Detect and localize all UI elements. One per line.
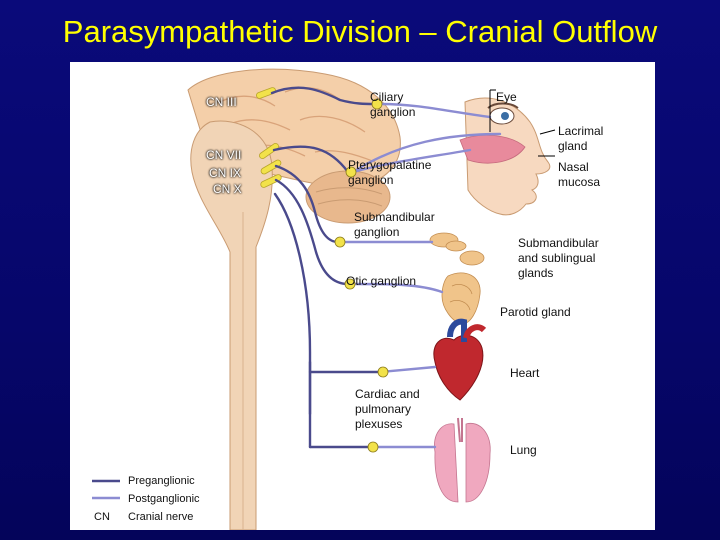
label-pterygopalatine-ganglion: Pterygopalatine ganglion [348,158,432,187]
label-submandibular-glands: Submandibular and sublingual glands [518,236,599,280]
submandibular-glands [429,232,485,266]
label-ciliary-ganglion: Ciliary ganglion [370,90,416,119]
label-otic-ganglion: Otic ganglion [346,274,417,288]
submandibular-ganglion [334,236,346,248]
legend-cn-abbrev: CN [94,511,110,523]
legend-preganglionic-label: Preganglionic [128,475,195,487]
label-cn10: CN X [213,182,242,196]
legend-cn-meaning: Cranial nerve [128,511,194,523]
label-lung: Lung [510,443,537,457]
label-cardiac-pulmonary-plexuses: Cardiac and pulmonary plexuses [355,387,420,431]
pterygopalatine-ganglion [345,166,357,178]
diagram-illustration [92,68,556,530]
label-submandibular-ganglion: Submandibular ganglion [354,210,435,239]
legend-postganglionic-label: Postganglionic [128,493,200,505]
label-cn3: CN III [206,95,237,109]
label-cn7: CN VII [206,148,242,162]
brainstem [190,120,273,530]
cardiac-ganglion [377,366,389,378]
label-parotid-gland: Parotid gland [500,305,571,319]
ganglia [334,98,389,453]
ciliary-ganglion [371,98,383,110]
slide-title: Parasympathetic Division – Cranial Outfl… [62,14,658,49]
diagram-panel: CN III CN VII CN IX CN X Ciliary ganglio… [70,62,655,530]
label-nasal-mucosa: Nasal mucosa [558,160,601,189]
parotid-gland [441,272,481,325]
label-cn9: CN IX [209,166,242,180]
lungs [434,417,491,503]
pulmonary-ganglion [367,441,379,453]
otic-ganglion [344,278,356,290]
label-eye: Eye [496,90,517,104]
label-heart: Heart [510,366,540,380]
label-lacrimal-gland: Lacrimal gland [558,124,604,153]
heart [433,318,487,401]
